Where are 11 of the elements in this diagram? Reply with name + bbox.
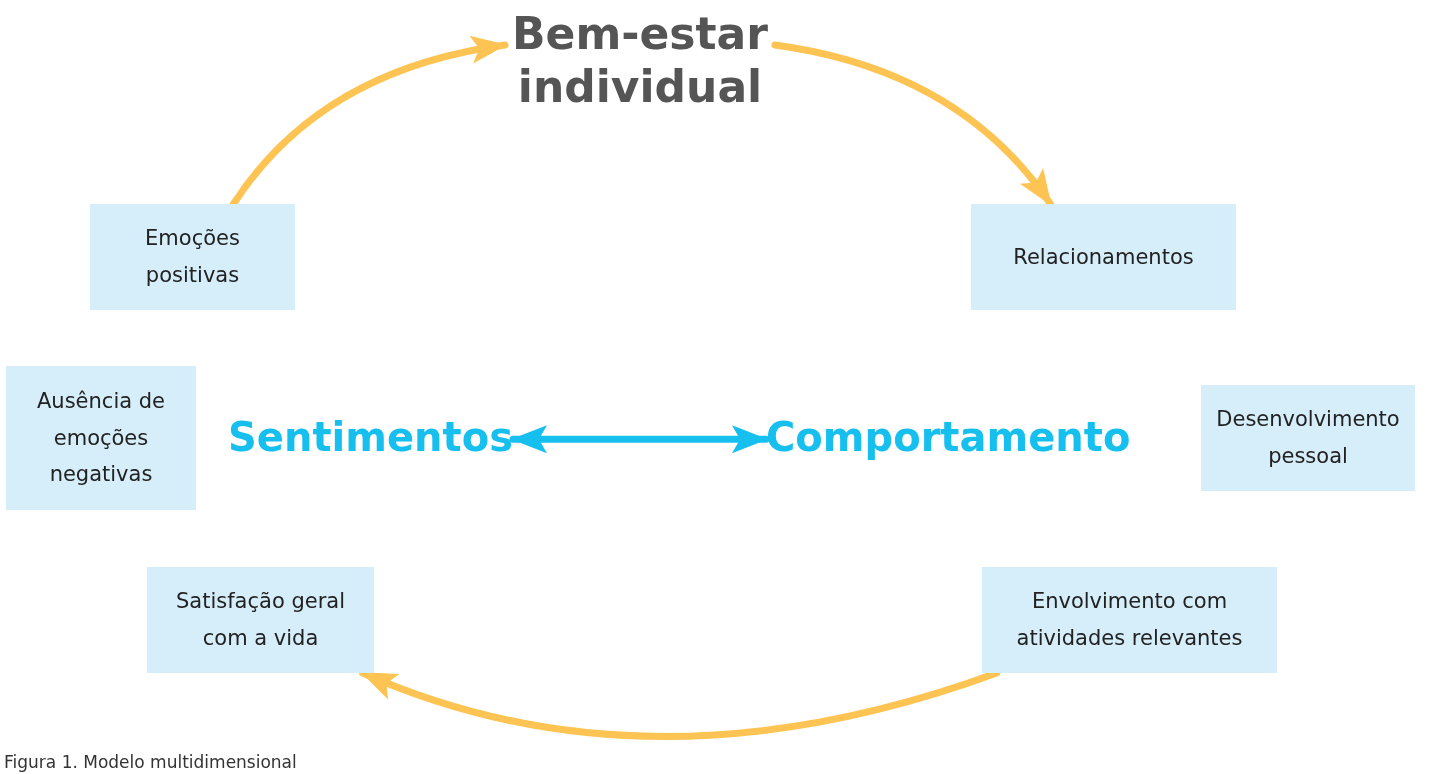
category-box: Ausência de emoções negativas bbox=[6, 366, 196, 510]
dimension-label: Sentimentos bbox=[228, 414, 513, 460]
figure-caption: Figura 1. Modelo multidimensional bbox=[4, 752, 297, 772]
category-box: Emoções positivas bbox=[90, 204, 295, 310]
heading-text: Bem-estar individual bbox=[505, 8, 775, 114]
dimension-label: Comportamento bbox=[766, 414, 1131, 460]
category-box: Relacionamentos bbox=[971, 204, 1236, 310]
category-box: Envolvimento com atividades relevantes bbox=[982, 567, 1277, 673]
category-box: Satisfação geral com a vida bbox=[147, 567, 374, 673]
category-box: Desenvolvimento pessoal bbox=[1201, 385, 1415, 491]
double-arrow bbox=[509, 425, 770, 454]
